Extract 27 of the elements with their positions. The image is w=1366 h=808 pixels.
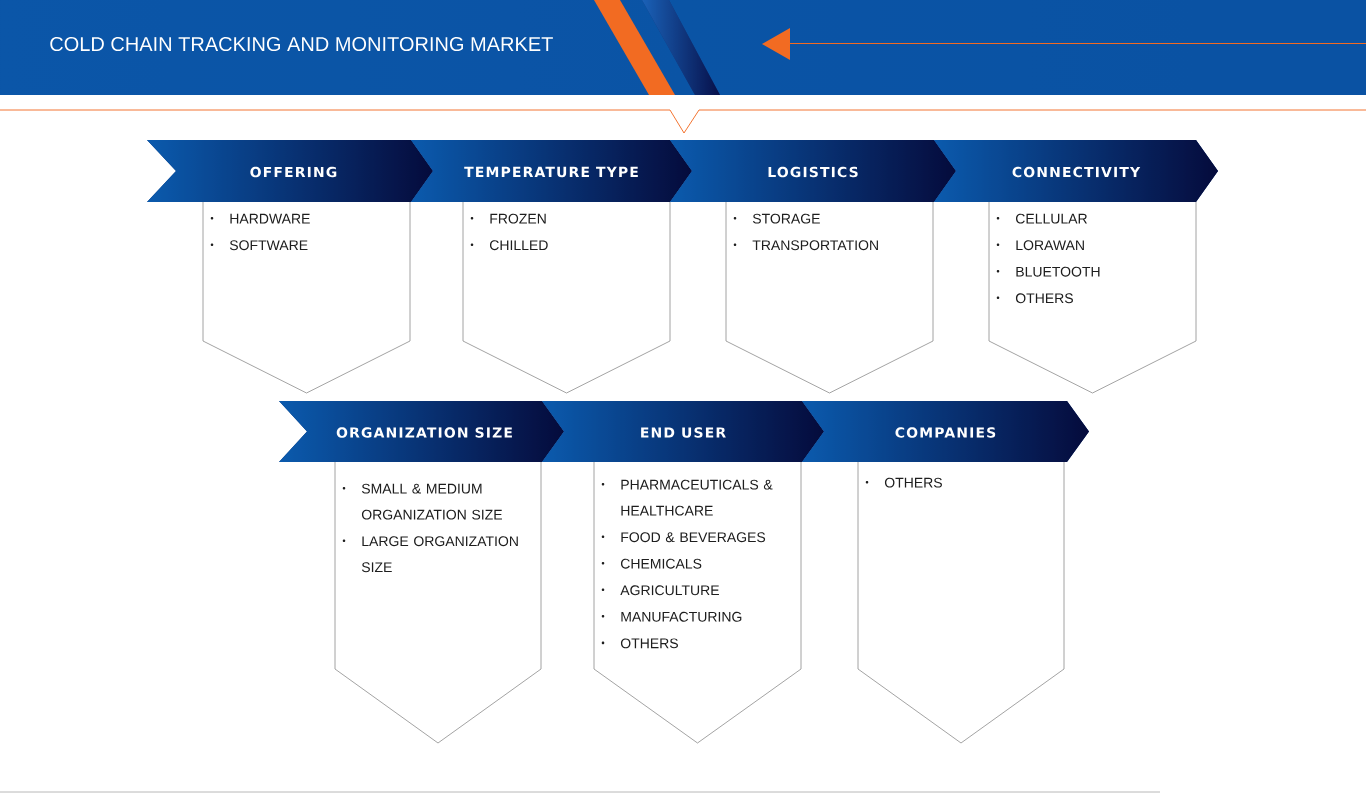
list-item: MANUFACTURING — [621, 611, 742, 622]
list-item: SMALL & MEDIUM ORGANIZATION SIZE — [361, 483, 502, 520]
list-item: PHARMACEUTICALS & HEALTHCARE — [621, 479, 773, 516]
chevron-heading: COMPANIES — [802, 401, 1089, 462]
list-item: FOOD & BEVERAGES — [621, 532, 766, 543]
list-item: OTHERS — [884, 477, 942, 488]
chevron-heading: TEMPERATURE TYPE — [411, 140, 692, 202]
list-item: CHEMICALS — [621, 558, 702, 569]
list-item: STORAGE — [752, 213, 820, 224]
chevron-heading: END USER — [542, 401, 824, 462]
list-item: CELLULAR — [1016, 213, 1087, 224]
list-item: TRANSPORTATION — [752, 240, 878, 251]
list-item: FROZEN — [490, 213, 546, 224]
list-item: AGRICULTURE — [620, 585, 719, 596]
list-item: OTHERS — [1015, 293, 1073, 304]
list-item: HARDWARE — [230, 213, 310, 224]
list-item: CHILLED — [490, 240, 548, 251]
list-item: LORAWAN — [1016, 240, 1084, 251]
chevron-heading: OFFERING — [147, 140, 433, 202]
list-item: OTHERS — [620, 638, 678, 649]
title: COLD CHAIN TRACKING AND MONITORING MARKET — [50, 36, 553, 52]
chevron-heading: ORGANIZATION SIZE — [279, 401, 564, 462]
list-item: BLUETOOTH — [1016, 266, 1100, 277]
chevron-heading: LOGISTICS — [670, 140, 956, 202]
chevron-heading: CONNECTIVITY — [934, 140, 1218, 202]
list-item: LARGE ORGANIZATION SIZE — [361, 536, 518, 573]
list-item: SOFTWARE — [229, 240, 308, 251]
